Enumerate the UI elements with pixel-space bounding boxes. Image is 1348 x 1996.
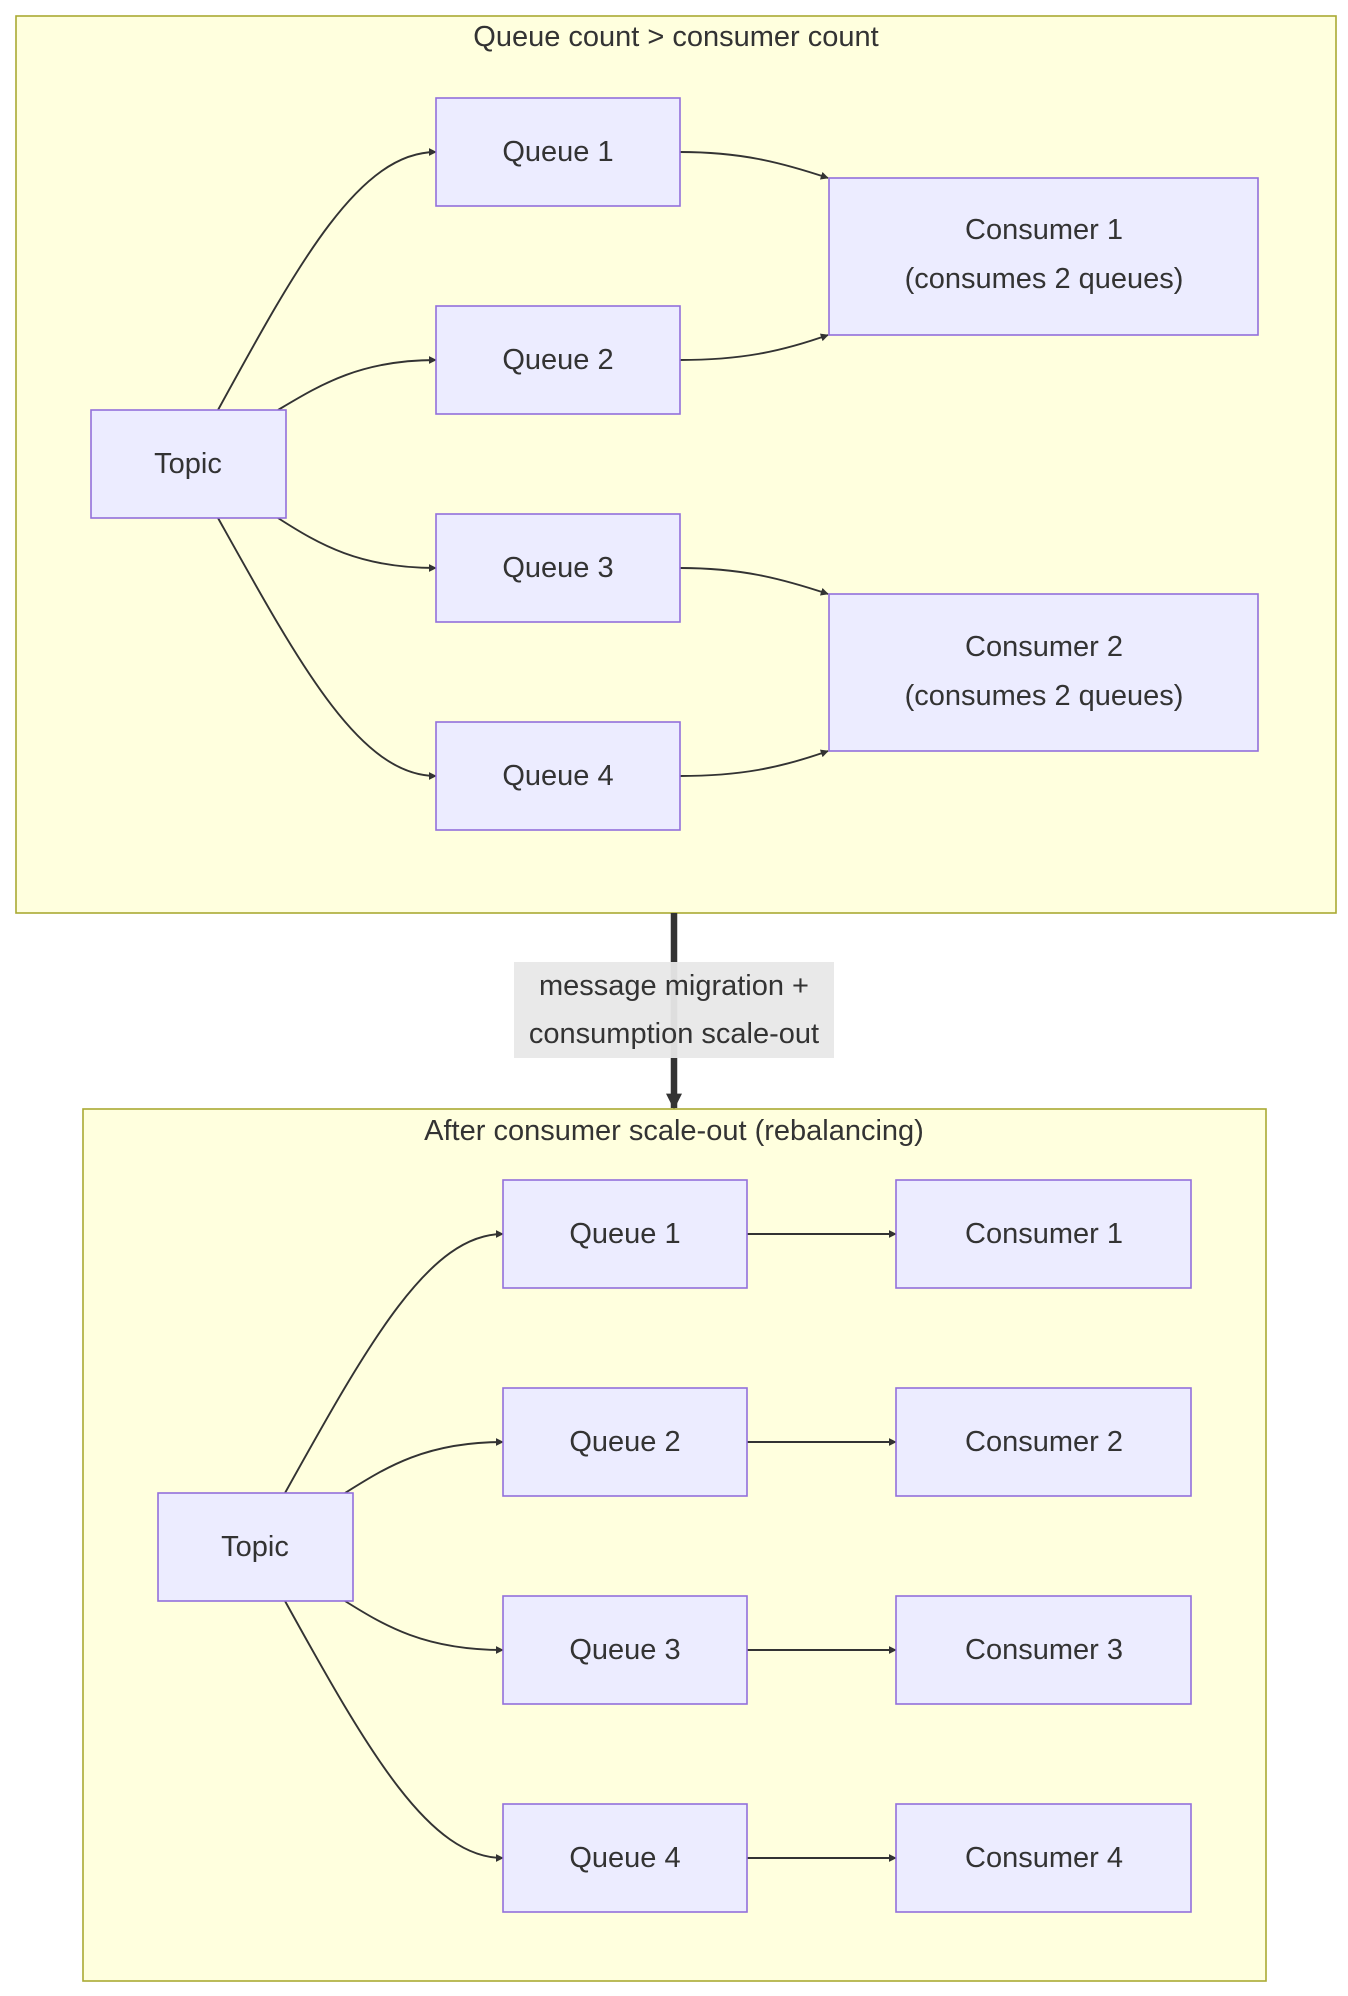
queue-label: Queue 4: [569, 1842, 680, 1874]
queue-node-4[interactable]: Queue 4: [435, 721, 681, 831]
consumer-node-3[interactable]: Consumer 3: [895, 1595, 1192, 1705]
cluster-title: Queue count > consumer count: [473, 21, 878, 53]
queue-node-1[interactable]: Queue 1: [502, 1179, 748, 1289]
queue-label: Queue 4: [502, 760, 613, 792]
queue-node-4[interactable]: Queue 4: [502, 1803, 748, 1913]
edge-queue-3-consumer-2: [679, 567, 829, 596]
edge-queue-4-consumer-2: [679, 749, 829, 777]
edge-topic-queue-3: [344, 1600, 504, 1654]
consumer-label: Consumer 4: [965, 1842, 1123, 1874]
consumer-label: Consumer 3: [965, 1634, 1123, 1666]
consumer-sublabel: (consumes 2 queues): [905, 680, 1184, 712]
topic-node[interactable]: Topic: [90, 409, 287, 519]
transition-label-bg: [514, 962, 834, 1058]
consumer-node-2[interactable]: Consumer 2 (consumes 2 queues): [828, 593, 1259, 752]
consumer-label: Consumer 1: [965, 1218, 1123, 1250]
consumer-sublabel: (consumes 2 queues): [905, 263, 1184, 295]
transition-label-line2: consumption scale-out: [529, 1018, 819, 1050]
cluster-queue-count-gt-consumer: Queue count > consumer count Topic Queue…: [15, 15, 1337, 914]
queue-label: Queue 2: [502, 344, 613, 376]
topic-label: Topic: [221, 1531, 289, 1563]
transition-edge: message migration + consumption scale-ou…: [514, 913, 834, 1110]
consumer-label: Consumer 1: [965, 214, 1123, 246]
transition-label-line1: message migration +: [539, 970, 809, 1002]
queue-label: Queue 1: [502, 136, 613, 168]
edge-topic-queue-1: [284, 1230, 504, 1494]
consumer-label: Consumer 2: [965, 1426, 1123, 1458]
edge-topic-queue-1: [217, 148, 437, 411]
queue-node-3[interactable]: Queue 3: [502, 1595, 748, 1705]
queue-node-2[interactable]: Queue 2: [435, 305, 681, 415]
topic-node[interactable]: Topic: [157, 1492, 354, 1602]
queue-label: Queue 3: [569, 1634, 680, 1666]
edge-queue-2-consumer-1: [679, 333, 829, 361]
topic-label: Topic: [154, 448, 222, 480]
edge-topic-queue-2: [277, 356, 437, 411]
edge-topic-queue-4: [217, 517, 437, 780]
edge-topic-queue-4: [284, 1600, 504, 1862]
edge-queue-1-consumer-1: [679, 151, 829, 180]
edge-topic-queue-2: [344, 1438, 504, 1494]
cluster-after-scale-out: After consumer scale-out (rebalancing) T…: [82, 1108, 1267, 1982]
consumer-node-2[interactable]: Consumer 2: [895, 1387, 1192, 1497]
edge-topic-queue-3: [277, 517, 437, 572]
consumer-label: Consumer 2: [965, 631, 1123, 663]
queue-node-3[interactable]: Queue 3: [435, 513, 681, 623]
queue-label: Queue 3: [502, 552, 613, 584]
queue-label: Queue 1: [569, 1218, 680, 1250]
consumer-node-1[interactable]: Consumer 1: [895, 1179, 1192, 1289]
queue-node-2[interactable]: Queue 2: [502, 1387, 748, 1497]
consumer-node-1[interactable]: Consumer 1 (consumes 2 queues): [828, 177, 1259, 336]
queue-node-1[interactable]: Queue 1: [435, 97, 681, 207]
consumer-node-4[interactable]: Consumer 4: [895, 1803, 1192, 1913]
cluster-title: After consumer scale-out (rebalancing): [424, 1115, 924, 1147]
queue-label: Queue 2: [569, 1426, 680, 1458]
